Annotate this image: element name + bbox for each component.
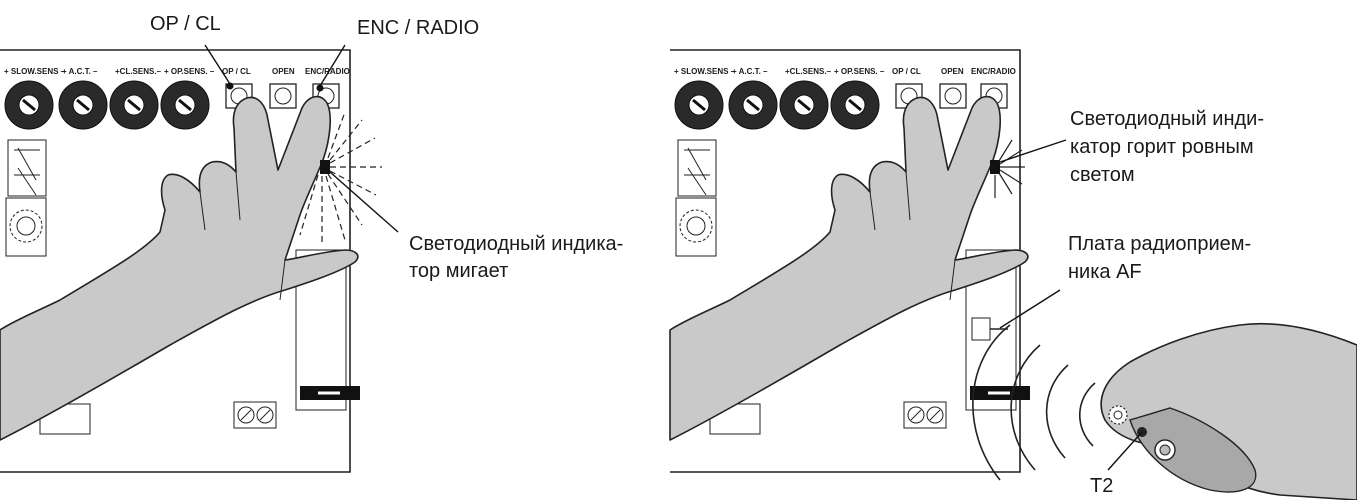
- act-knob-icon[interactable]: [59, 81, 107, 129]
- op-cl-board-label: OP / CL: [222, 67, 251, 76]
- led-blinking-callout-line1: Светодиодный индика-: [409, 233, 623, 255]
- act-knob-icon[interactable]: [729, 81, 777, 129]
- act-label: + A.C.T. –: [62, 67, 98, 76]
- led-blinking-callout-line2: тор мигает: [409, 260, 508, 282]
- left-panel: + SLOW.SENS – + A.C.T. – +CL.SENS.– + OP…: [0, 13, 623, 472]
- right-panel: + SLOW.SENS – + A.C.T. – +CL.SENS.– + OP…: [670, 50, 1357, 500]
- enc-radio-callout: ENC / RADIO: [357, 17, 479, 39]
- slow-sens-knob-icon[interactable]: [5, 81, 53, 129]
- open-button[interactable]: [270, 84, 296, 108]
- slow-sens-label-right: + SLOW.SENS –: [674, 67, 736, 76]
- cl-sens-label: +CL.SENS.–: [115, 67, 162, 76]
- op-sens-knob-icon[interactable]: [161, 81, 209, 129]
- op-sens-label: + OP.SENS. –: [164, 67, 215, 76]
- cl-sens-label-right: +CL.SENS.–: [785, 67, 832, 76]
- op-cl-board-label-right: OP / CL: [892, 67, 921, 76]
- led-steady-callout-line3: светом: [1070, 164, 1135, 186]
- open-board-label: OPEN: [272, 67, 295, 76]
- led-steady-callout-line1: Светодиодный инди-: [1070, 108, 1264, 130]
- receiver-callout-line2: ника AF: [1068, 261, 1142, 283]
- t2-callout: T2: [1090, 475, 1113, 497]
- cl-sens-knob-icon[interactable]: [780, 81, 828, 129]
- act-label-right: + A.C.T. –: [732, 67, 768, 76]
- cl-sens-knob-icon[interactable]: [110, 81, 158, 129]
- op-cl-callout: OP / CL: [150, 13, 221, 35]
- transmitter-led-icon: [1109, 406, 1127, 424]
- receiver-callout-line1: Плата радиоприем-: [1068, 233, 1251, 255]
- op-sens-knob-icon[interactable]: [831, 81, 879, 129]
- slow-sens-knob-icon[interactable]: [675, 81, 723, 129]
- op-sens-label-right: + OP.SENS. –: [834, 67, 885, 76]
- enc-radio-board-label-right: ENC/RADIO: [971, 67, 1016, 76]
- led-steady-callout-line2: катор горит ровным: [1070, 136, 1254, 158]
- slow-sens-label: + SLOW.SENS –: [4, 67, 66, 76]
- open-button[interactable]: [940, 84, 966, 108]
- open-board-label-right: OPEN: [941, 67, 964, 76]
